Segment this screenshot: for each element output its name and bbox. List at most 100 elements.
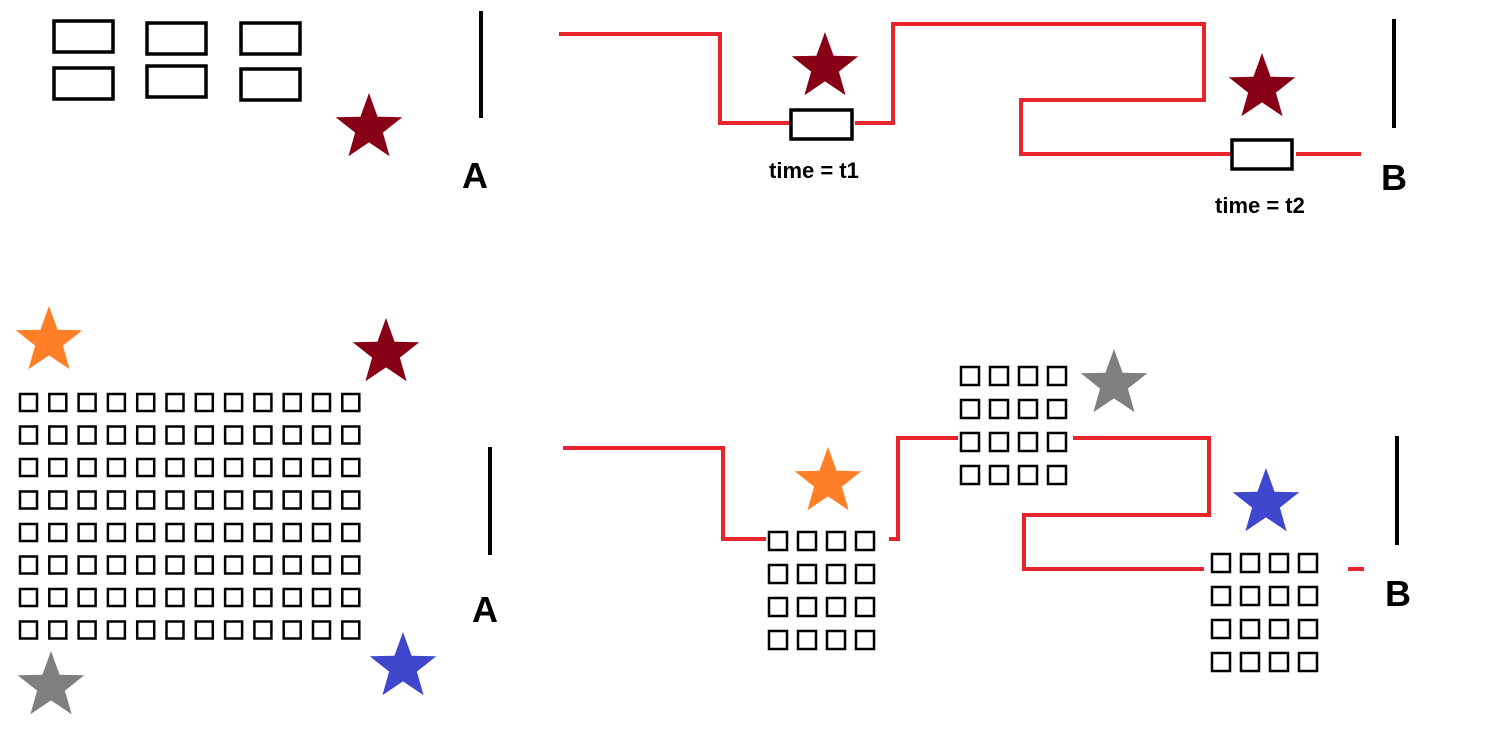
source-item-square xyxy=(194,425,215,445)
source-item-square xyxy=(135,425,156,445)
station-item-square xyxy=(1017,464,1039,486)
bottom-label-a: A xyxy=(472,589,498,630)
station-item-square xyxy=(854,530,876,552)
top-route-line xyxy=(559,22,1361,156)
source-item-square xyxy=(135,392,156,413)
source-item-square xyxy=(341,392,361,413)
station-item-square xyxy=(796,596,818,618)
source-item-square xyxy=(311,555,332,575)
source-item-square xyxy=(18,522,39,543)
source-item-square xyxy=(135,522,156,543)
source-item-square xyxy=(311,490,332,510)
source-item-square xyxy=(106,425,127,445)
top-station-box-t2 xyxy=(1230,138,1294,171)
source-item-square xyxy=(48,490,68,510)
station-item-square xyxy=(1268,651,1290,673)
station-item-square xyxy=(767,563,789,585)
source-item-square xyxy=(253,425,273,445)
source-item-square xyxy=(18,490,39,510)
top-label-a: A xyxy=(462,155,488,196)
source-item-square xyxy=(253,587,273,608)
source-item-square xyxy=(135,490,156,510)
source-item-square xyxy=(194,457,215,478)
station-item-square xyxy=(796,563,818,585)
station-item-square xyxy=(767,629,789,651)
source-item-square xyxy=(165,392,185,413)
top-label-b: B xyxy=(1381,157,1407,198)
station-item-square xyxy=(825,629,847,651)
top-station1-time-label: time = t1 xyxy=(769,158,859,183)
bottom-station1-item-grid xyxy=(767,530,876,651)
source-item-square xyxy=(311,457,332,478)
source-item-square xyxy=(253,457,273,478)
top-source-box xyxy=(145,64,208,99)
source-item-square xyxy=(223,457,244,478)
bottom-blue-star-icon xyxy=(369,632,437,696)
source-item-square xyxy=(106,457,127,478)
station-item-square xyxy=(1017,398,1039,420)
station-item-square xyxy=(854,563,876,585)
bottom-station3-item-grid xyxy=(1210,552,1319,673)
source-item-square xyxy=(223,587,244,608)
source-item-square xyxy=(48,457,68,478)
source-item-square xyxy=(253,555,273,575)
station-item-square xyxy=(959,464,981,486)
source-item-square xyxy=(253,392,273,413)
station-item-square xyxy=(1017,365,1039,387)
bottom-source-item-grid xyxy=(18,392,361,640)
source-item-square xyxy=(311,425,332,445)
source-item-square xyxy=(341,457,361,478)
source-item-square xyxy=(253,490,273,510)
station-item-square xyxy=(1239,651,1261,673)
source-item-square xyxy=(106,490,127,510)
station-item-square xyxy=(1210,651,1232,673)
source-item-square xyxy=(77,555,97,575)
source-item-square xyxy=(48,425,68,445)
source-item-square xyxy=(223,522,244,543)
source-item-square xyxy=(77,392,97,413)
source-item-square xyxy=(341,522,361,543)
source-item-square xyxy=(165,425,185,445)
source-item-square xyxy=(282,457,302,478)
station-item-square xyxy=(988,464,1010,486)
source-item-square xyxy=(194,522,215,543)
top-station2-star-icon xyxy=(1228,53,1296,117)
top-source-box xyxy=(52,19,115,54)
source-item-square xyxy=(253,522,273,543)
source-item-square xyxy=(18,457,39,478)
top-station2-time-label: time = t2 xyxy=(1215,193,1305,218)
source-item-square xyxy=(165,587,185,608)
station-item-square xyxy=(1297,651,1319,673)
top-source-box-group xyxy=(52,19,302,102)
source-item-square xyxy=(48,587,68,608)
source-item-square xyxy=(106,522,127,543)
bottom-label-b: B xyxy=(1385,573,1411,614)
top-source-box xyxy=(52,66,115,101)
source-item-square xyxy=(48,392,68,413)
source-item-square xyxy=(223,620,244,640)
source-item-square xyxy=(48,555,68,575)
bottom-station3-blue-star-icon xyxy=(1232,468,1300,532)
station-item-square xyxy=(1239,552,1261,574)
station-item-square xyxy=(959,365,981,387)
source-item-square xyxy=(341,425,361,445)
station-item-square xyxy=(1017,431,1039,453)
station-item-square xyxy=(988,365,1010,387)
station-item-square xyxy=(796,530,818,552)
top-station1-star-icon xyxy=(791,32,859,96)
station-item-square xyxy=(988,398,1010,420)
bottom-orange-star-icon xyxy=(15,306,83,370)
station-item-square xyxy=(988,431,1010,453)
source-item-square xyxy=(106,587,127,608)
source-item-square xyxy=(18,587,39,608)
source-item-square xyxy=(48,620,68,640)
station-item-square xyxy=(1239,618,1261,640)
source-item-square xyxy=(135,620,156,640)
source-item-square xyxy=(77,587,97,608)
source-item-square xyxy=(135,457,156,478)
station-item-square xyxy=(1210,552,1232,574)
source-item-square xyxy=(223,490,244,510)
top-source-star-icon xyxy=(335,93,403,157)
top-source-box xyxy=(239,21,302,56)
source-item-square xyxy=(135,587,156,608)
